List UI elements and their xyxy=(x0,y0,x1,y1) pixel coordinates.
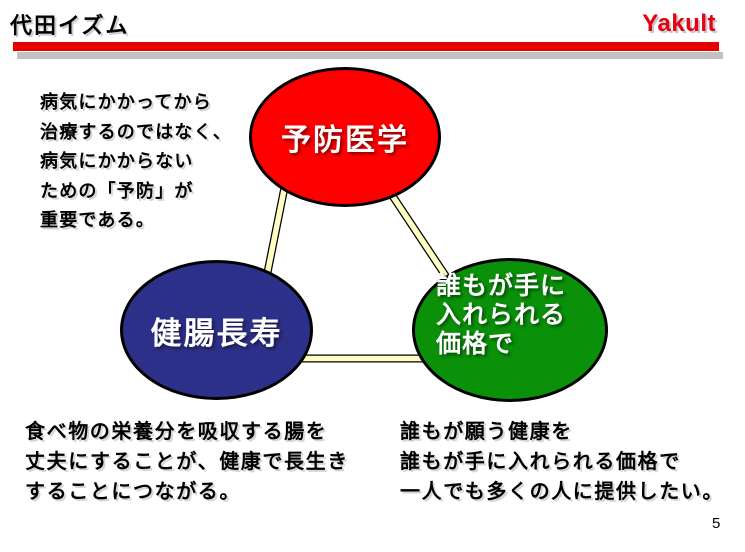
title-underline-shadow xyxy=(17,52,723,59)
note-affordable: 誰もが願う健康を 誰もが手に入れられる価格で 一人でも多くの人に提供したい。 xyxy=(400,417,724,507)
affordable-price-line-1: 誰もが手に xyxy=(436,272,567,300)
note-intestines-line-2: 丈夫にすることが、健康で長生き xyxy=(25,451,349,473)
note-intestines-line-1: 食べ物の栄養分を吸収する腸を xyxy=(25,421,328,443)
note-intestines: 食べ物の栄養分を吸収する腸を 丈夫にすることが、健康で長生き することにつながる… xyxy=(25,417,349,507)
page-title: 代田イズム xyxy=(10,13,130,38)
ellipse-healthy-intestines-longevity-label: 健腸長寿 xyxy=(150,315,283,351)
note-affordable-line-2: 誰もが手に入れられる価格で xyxy=(400,451,681,473)
affordable-price-line-3: 価格で xyxy=(436,330,515,358)
ellipse-healthy-intestines-longevity: 健腸長寿 xyxy=(120,260,313,400)
note-prevention: 病気にかかってから 治療するのではなく、 病気にかからない ための「予防」が 重… xyxy=(40,88,232,236)
note-prevention-line-5: 重要である。 xyxy=(40,210,156,230)
note-affordable-line-1: 誰もが願う健康を xyxy=(400,421,573,443)
yakult-logo: Yakult xyxy=(642,10,716,37)
note-prevention-line-2: 治療するのではなく、 xyxy=(40,121,232,142)
note-intestines-line-3: することにつながる。 xyxy=(25,481,241,503)
page-number: 5 xyxy=(712,515,721,532)
ellipse-affordable-price-label: 誰もが手に 入れられる 価格で xyxy=(436,272,566,359)
note-prevention-line-4: ための「予防」が xyxy=(40,180,194,201)
note-affordable-line-3: 一人でも多くの人に提供したい。 xyxy=(400,481,724,503)
note-prevention-line-3: 病気にかからない xyxy=(40,151,194,171)
note-prevention-line-1: 病気にかかってから xyxy=(40,92,212,112)
ellipse-preventive-medicine: 予防医学 xyxy=(249,67,441,207)
title-underline-bar xyxy=(13,42,719,51)
ellipse-affordable-price xyxy=(412,258,608,402)
ellipse-preventive-medicine-label: 予防医学 xyxy=(281,124,409,157)
affordable-price-line-2: 入れられる xyxy=(436,301,567,329)
